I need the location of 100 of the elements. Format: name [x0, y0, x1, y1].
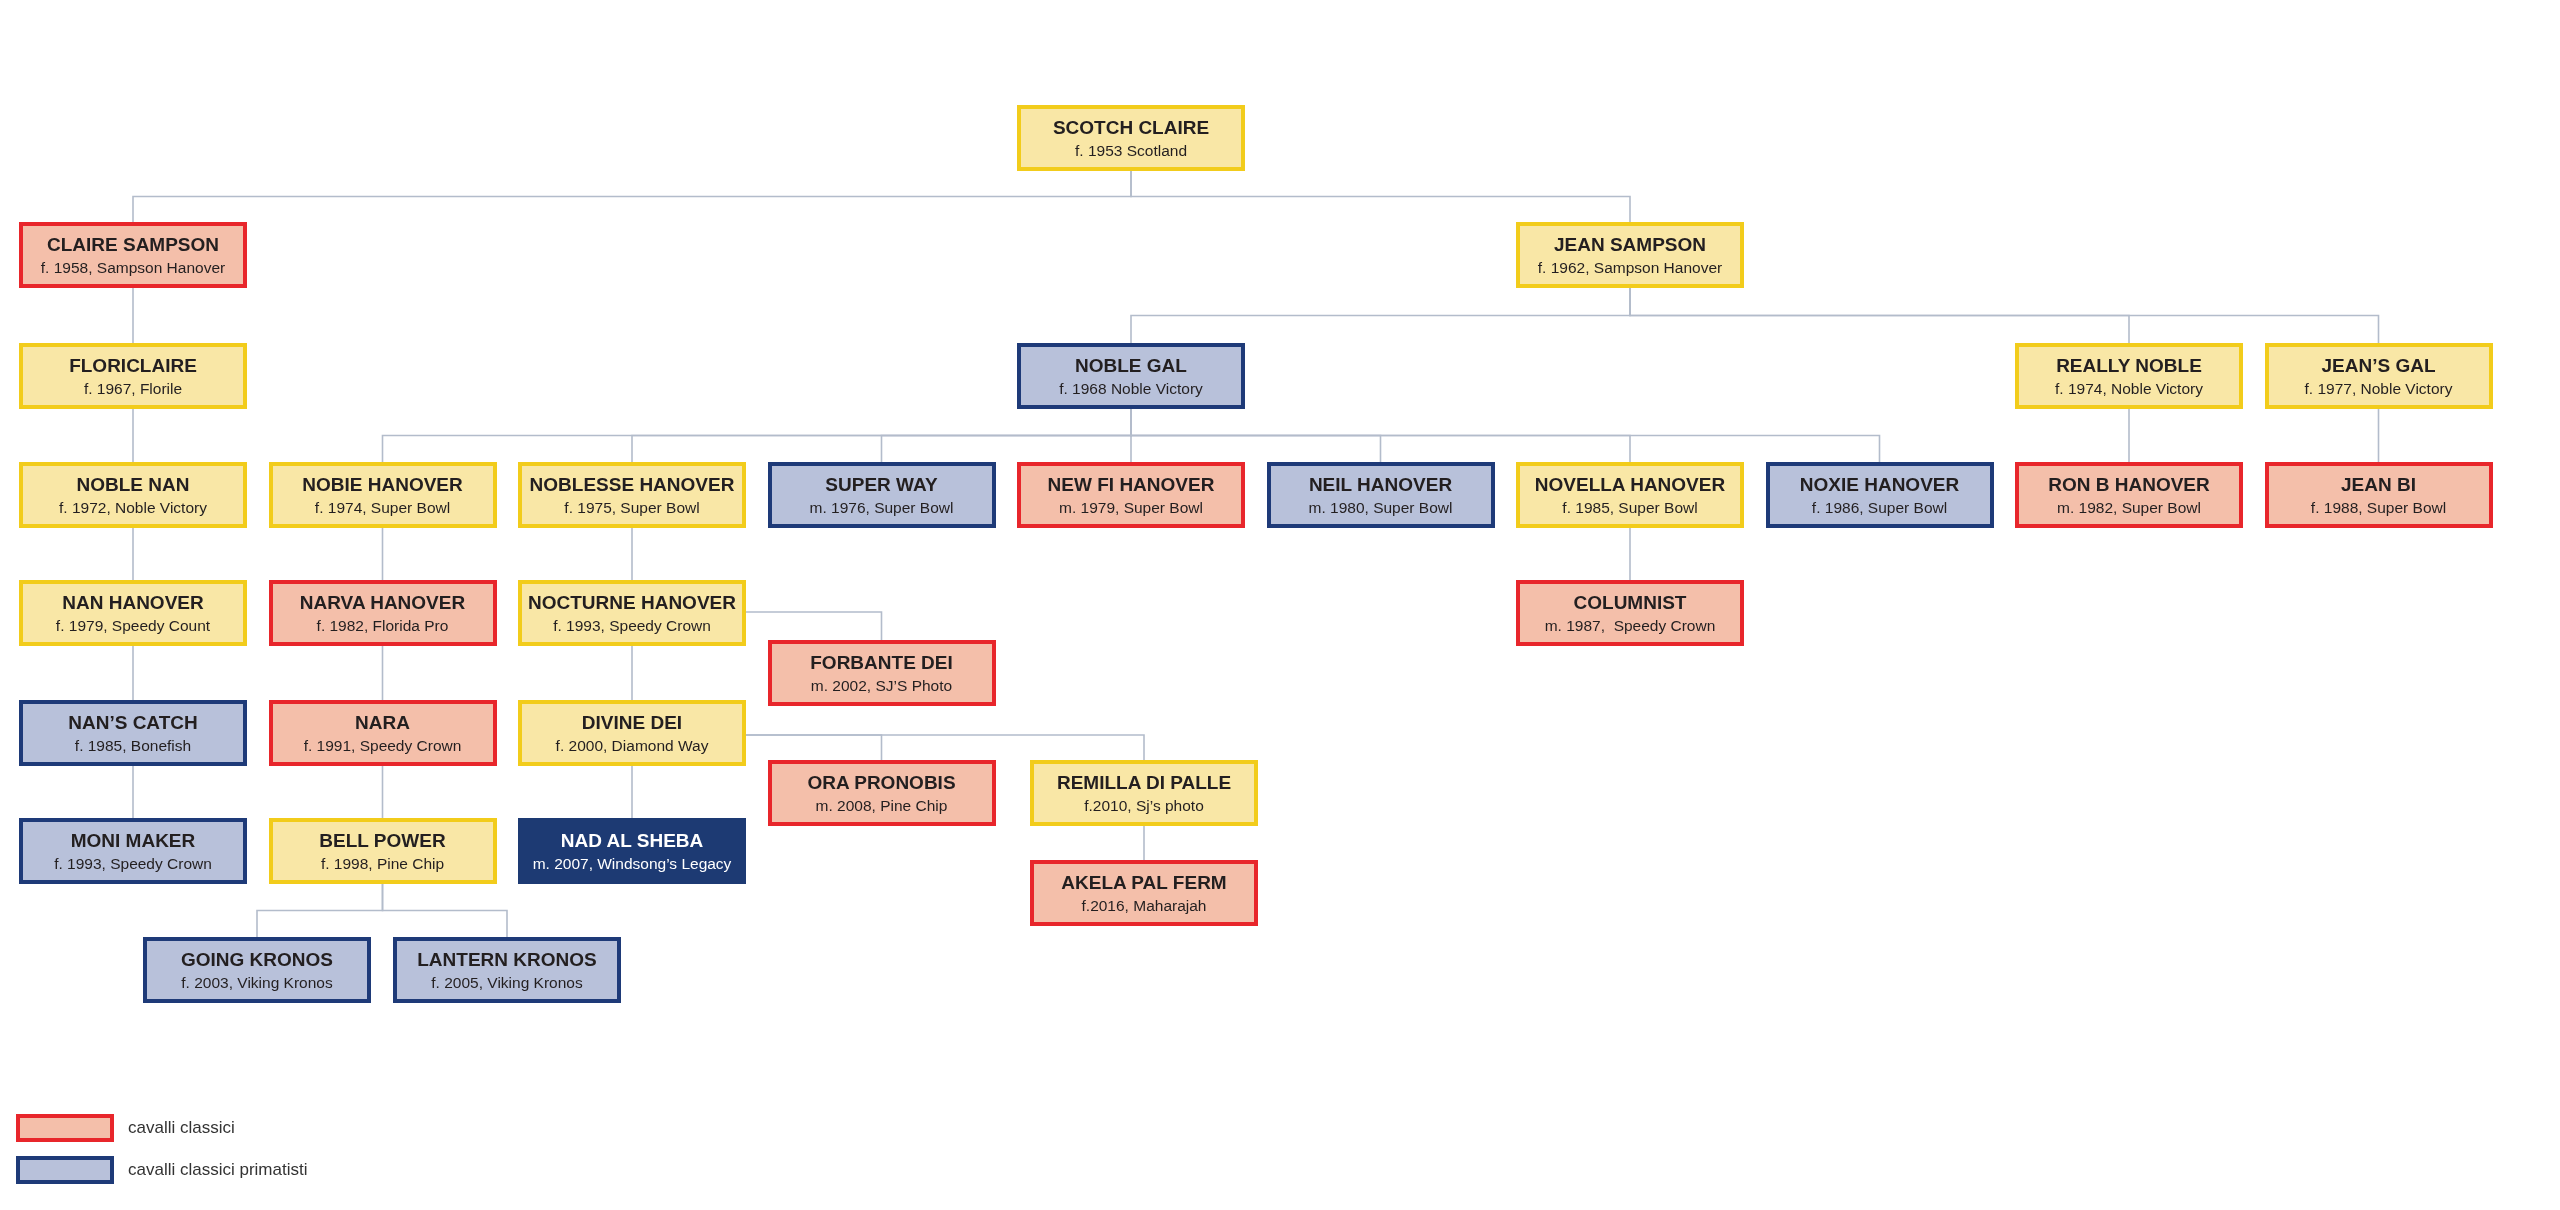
- horse-box: [268, 580, 497, 646]
- horse-box: [19, 462, 247, 528]
- horse-details: f. 1958, Sampson Hanover: [40, 257, 226, 278]
- horse-box: [767, 462, 996, 528]
- horse-box: [1516, 580, 1744, 646]
- horse-details: m. 1982, Super Bowl: [2057, 497, 2201, 518]
- horse-name: FLORICLAIRE: [69, 353, 197, 378]
- horse-details: f. 1953 Scotland: [1075, 140, 1187, 161]
- connector-line: [631, 527, 633, 581]
- horse-box: [143, 937, 371, 1003]
- horse-box: [518, 580, 746, 646]
- horse-name: NAD AL SHEBA: [560, 828, 704, 853]
- horse-box: [19, 222, 247, 288]
- connector-line: [132, 765, 134, 819]
- horse-details: f. 1975, Super Bowl: [564, 497, 700, 518]
- connector-line: [631, 765, 633, 819]
- horse-box: [1030, 760, 1258, 826]
- horse-name: SCOTCH CLAIRE: [1052, 115, 1210, 140]
- horse-details: f. 1962, Sampson Hanover: [1537, 257, 1723, 278]
- horse-box: [518, 700, 746, 766]
- connector-line: [132, 645, 134, 701]
- connector-line: [745, 611, 883, 641]
- horse-details: f. 1968 Noble Victory: [1059, 378, 1203, 399]
- horse-box: [19, 580, 247, 646]
- horse-details: f. 1985, Bonefish: [74, 735, 192, 756]
- horse-details: f. 1993, Speedy Crown: [553, 615, 711, 636]
- horse-name: NOVELLA HANOVER: [1534, 472, 1726, 497]
- connector-line: [1130, 170, 1631, 223]
- connector-line: [381, 765, 384, 819]
- horse-name: DIVINE DEI: [581, 710, 683, 735]
- horse-box: [2264, 343, 2493, 409]
- connector-line: [2128, 408, 2130, 463]
- horse-details: m. 2002, SJ’S Photo: [810, 675, 953, 696]
- horse-details: f. 1979, Speedy Count: [55, 615, 211, 636]
- horse-name: NOCTURNE HANOVER: [528, 590, 736, 615]
- horse-details: f. 1974, Noble Victory: [2055, 378, 2203, 399]
- horse-name: NARA: [355, 710, 410, 735]
- horse-details: f. 1967, Florile: [83, 378, 183, 399]
- connector-line: [1143, 825, 1145, 861]
- connector-line: [381, 527, 384, 581]
- horse-box: [2015, 462, 2243, 528]
- horse-details: f. 1977, Noble Victory: [2304, 378, 2453, 399]
- horse-name: NEIL HANOVER: [1308, 472, 1453, 497]
- horse-name: REMILLA DI PALLE: [1056, 770, 1232, 795]
- horse-name: NAN HANOVER: [62, 590, 204, 615]
- horse-name: BELL POWER: [319, 828, 446, 853]
- horse-name: CLAIRE SAMPSON: [46, 232, 220, 257]
- horse-name: AKELA PAL FERM: [1061, 870, 1227, 895]
- connector-line: [2377, 408, 2380, 463]
- horse-name: MONI MAKER: [70, 828, 196, 853]
- horse-box: [1516, 462, 1744, 528]
- horse-name: NOBLE NAN: [76, 472, 190, 497]
- legend-label: cavalli classici primatisti: [128, 1160, 308, 1180]
- horse-box: [518, 818, 746, 884]
- horse-details: f. 1972, Noble Victory: [59, 497, 207, 518]
- connector-line: [132, 408, 134, 463]
- horse-details: m. 1979, Super Bowl: [1059, 497, 1203, 518]
- connector-line: [745, 734, 1145, 761]
- horse-name: NAN’S CATCH: [68, 710, 198, 735]
- horse-details: m. 1980, Super Bowl: [1308, 497, 1453, 518]
- horse-box: [1516, 222, 1744, 288]
- horse-box: [2015, 343, 2243, 409]
- horse-box: [1017, 343, 1245, 409]
- horse-details: f. 2000, Diamond Way: [555, 735, 709, 756]
- horse-details: f.2010, Sj’s photo: [1084, 795, 1204, 816]
- connector-line: [132, 287, 134, 344]
- horse-name: COLUMNIST: [1573, 590, 1687, 615]
- horse-name: GOING KRONOS: [181, 947, 333, 972]
- horse-name: NOBLE GAL: [1075, 353, 1187, 378]
- horse-name: SUPER WAY: [825, 472, 938, 497]
- horse-name: NARVA HANOVER: [299, 590, 466, 615]
- horse-details: f. 1993, Speedy Crown: [54, 853, 212, 874]
- horse-name: FORBANTE DEI: [810, 650, 953, 675]
- horse-box: [1017, 105, 1245, 171]
- horse-details: f. 2003, Viking Kronos: [181, 972, 333, 993]
- horse-name: NOXIE HANOVER: [1799, 472, 1960, 497]
- horse-box: [268, 818, 497, 884]
- horse-name: REALLY NOBLE: [2056, 353, 2202, 378]
- connector-line: [631, 645, 633, 701]
- horse-box: [268, 700, 497, 766]
- horse-box: [1765, 462, 1994, 528]
- horse-box: [1030, 860, 1258, 926]
- horse-details: m. 2008, Pine Chip: [815, 795, 948, 816]
- horse-box: [19, 343, 247, 409]
- horse-details: f. 1986, Super Bowl: [1811, 497, 1948, 518]
- horse-details: f. 1991, Speedy Crown: [303, 735, 462, 756]
- connector-line: [381, 645, 384, 701]
- horse-details: f.2016, Maharajah: [1081, 895, 1207, 916]
- horse-details: m. 2007, Windsong’s Legacy: [532, 853, 732, 874]
- connector-line: [1629, 527, 1631, 581]
- horse-details: f. 2005, Viking Kronos: [431, 972, 583, 993]
- horse-box: [268, 462, 497, 528]
- horse-box: [393, 937, 621, 1003]
- horse-box: [767, 760, 996, 826]
- horse-details: f. 1998, Pine Chip: [320, 853, 445, 874]
- horse-box: [19, 700, 247, 766]
- horse-details: m. 1987, Speedy Crown: [1544, 615, 1716, 636]
- horse-details: f. 1988, Super Bowl: [2310, 497, 2447, 518]
- horse-box: [19, 818, 247, 884]
- horse-name: RON B HANOVER: [2048, 472, 2210, 497]
